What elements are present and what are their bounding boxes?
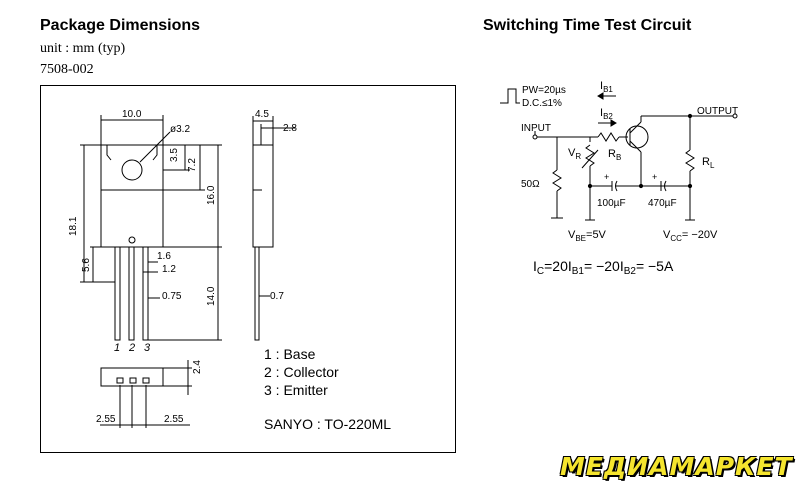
dim-4-5: 4.5 [255, 109, 269, 120]
dim-18-1: 18.1 [68, 216, 79, 236]
package-drawing-frame [40, 85, 456, 453]
r50-label: 50Ω [521, 179, 540, 190]
capacitor-470uf [664, 180, 667, 192]
vr-label: VR [568, 147, 581, 161]
dim-7-2: 7.2 [187, 158, 198, 172]
mounting-hole [121, 159, 143, 181]
variable-resistor [585, 144, 595, 167]
dim-hole: ø3.2 [170, 124, 190, 135]
dim-2-55-left: 2.55 [96, 414, 116, 425]
dim-16-0: 16.0 [206, 185, 217, 205]
pin-label-collector: 2 : Collector [264, 364, 339, 380]
lead-3 [142, 246, 149, 341]
resistor-rl [685, 149, 695, 172]
dim-2-4: 2.4 [192, 360, 203, 374]
transistor-icon [625, 125, 649, 149]
package-dimensions-title: Package Dimensions [40, 17, 201, 34]
pin-label-emitter: 3 : Emitter [264, 382, 328, 398]
capacitor-100uf [615, 180, 618, 192]
pulse-width: PW=20µs [522, 85, 566, 96]
dim-1-2: 1.2 [162, 264, 176, 275]
rb-label: RB [608, 148, 621, 162]
rl-label: RL [702, 156, 715, 170]
pulse-icon [500, 88, 520, 104]
lead-side [254, 246, 260, 341]
dim-1-6: 1.6 [157, 251, 171, 262]
input-label: INPUT [521, 123, 551, 134]
cap-100uf-label: 100µF [597, 198, 626, 209]
pin-num-1: 1 [114, 342, 120, 354]
dim-3-5: 3.5 [169, 148, 180, 162]
ib2-label: IB2 [600, 107, 613, 121]
lead-1 [114, 246, 121, 341]
dim-2-55-right: 2.55 [164, 414, 184, 425]
unit-label: unit : mm (typ) [40, 41, 126, 56]
pin-num-3: 3 [144, 342, 151, 354]
package-body-side [252, 144, 274, 248]
cap-470uf-label: 470µF [648, 198, 677, 209]
vcc-label: VCC= −20V [663, 229, 718, 243]
dim-width: 10.0 [122, 109, 142, 120]
cap1-plus: + [604, 172, 609, 182]
resistor-50ohm [552, 169, 562, 192]
pin-num-2: 2 [128, 342, 135, 354]
circuit-title: Switching Time Test Circuit [483, 17, 692, 34]
package-brand: SANYO : TO-220ML [264, 416, 391, 432]
lead-2 [128, 246, 135, 341]
dim-0-75: 0.75 [162, 291, 182, 302]
duty-cycle: D.C.≤1% [522, 98, 562, 109]
dim-14-0: 14.0 [206, 286, 217, 306]
dim-5-6: 5.6 [81, 258, 92, 272]
pin-label-base: 1 : Base [264, 346, 316, 362]
dim-2-8: 2.8 [283, 123, 297, 134]
cap2-plus: + [652, 172, 657, 182]
current-equation: IC=20IB1= −20IB2= −5A [533, 258, 674, 277]
vbe-label: VBE=5V [568, 229, 607, 243]
resistor-rb [597, 132, 620, 142]
dim-0-7: 0.7 [270, 291, 284, 302]
package-code: 7508-002 [40, 62, 94, 77]
watermark-logo: МЕДИАМАРКЕТ [560, 452, 793, 481]
ib1-label: IB1 [600, 80, 613, 94]
output-label: OUTPUT [697, 106, 738, 117]
